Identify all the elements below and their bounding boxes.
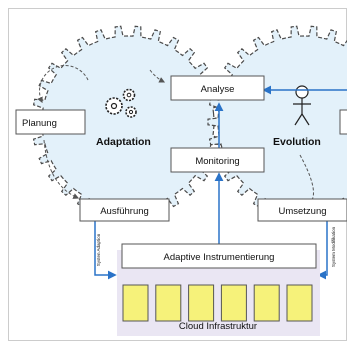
cloud-cell: [286, 284, 313, 322]
cycle-arrow-umsetzung: [299, 154, 314, 201]
cloud-cells: [122, 284, 313, 322]
planung-label: Planung: [22, 118, 57, 129]
cycle-arrow-planung: [37, 65, 89, 104]
cloud-cell: [220, 284, 247, 322]
arrow-ausfuehrung-to-cloud: [94, 220, 117, 280]
ausfuehrung-box: [79, 198, 170, 222]
cloud-cell: [155, 284, 182, 322]
gears-icon: [105, 88, 137, 118]
evolution-label: Evolution: [273, 136, 321, 148]
planung-box: [15, 109, 86, 135]
analyse-box: [170, 75, 265, 101]
adaptation-label: Adaptation: [96, 136, 151, 148]
system-adaption-label: Systen Adaption: [96, 233, 101, 266]
right-edge-box: [339, 109, 347, 135]
cloud-infrastruktur-label: Cloud Infrastruktur: [179, 321, 257, 332]
cloud-cell: [188, 284, 215, 322]
cycle-arrow-ausfuehrung: [43, 139, 80, 199]
umsetzung-box: [257, 198, 347, 222]
system-modifikation-label: System Modifikation: [331, 226, 336, 267]
person-icon: [293, 85, 311, 126]
adaptive-instrumentierung-label-overlay: Adaptive Instrumentierung: [164, 252, 275, 263]
monitoring-box: [170, 147, 265, 173]
adaptive-instrumentierung-box-overlay: [121, 243, 317, 269]
ausfuehrung-label: Ausführung: [100, 206, 149, 217]
cycle-arrow-analyse: [149, 69, 166, 83]
cloud-cell: [122, 284, 149, 322]
analyse-label: Analyse: [201, 84, 235, 95]
cloud-cell: [253, 284, 280, 322]
umsetzung-label: Umsetzung: [278, 206, 326, 217]
monitoring-label: Monitoring: [195, 156, 239, 167]
arrow-umsetzung-to-cloud: [317, 220, 328, 280]
